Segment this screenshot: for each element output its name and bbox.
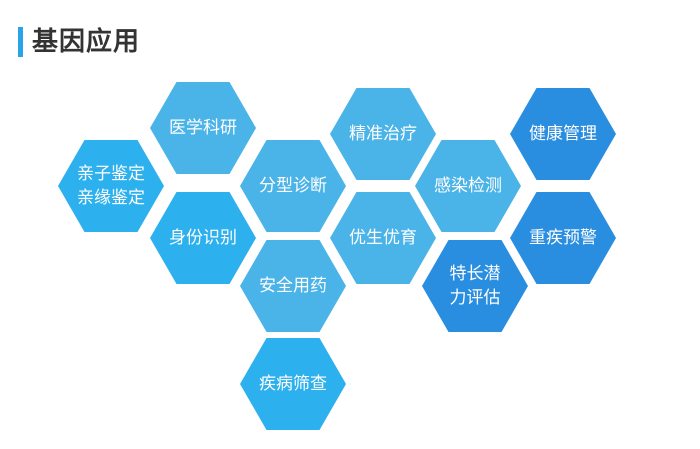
hex-safe-medication[interactable]: 安全用药 <box>240 240 346 332</box>
hex-label: 感染检测 <box>434 176 502 196</box>
hex-precision-treatment[interactable]: 精准治疗 <box>330 88 436 180</box>
hex-disease-screening[interactable]: 疾病筛查 <box>240 338 346 430</box>
hex-label: 特长潜 力评估 <box>449 264 501 308</box>
hex-label: 身份识别 <box>169 228 237 248</box>
hex-infection-detection[interactable]: 感染检测 <box>415 140 521 232</box>
hex-typing-diagnosis[interactable]: 分型诊断 <box>240 140 346 232</box>
hex-paternity-test[interactable]: 亲子鉴定 亲缘鉴定 <box>58 140 164 232</box>
hex-label: 优生优育 <box>349 228 417 248</box>
hex-eugenics[interactable]: 优生优育 <box>330 192 436 284</box>
hex-label: 安全用药 <box>259 276 327 296</box>
page-title: 基因应用 <box>32 27 141 57</box>
hex-medical-research[interactable]: 医学科研 <box>150 82 256 174</box>
hex-label: 医学科研 <box>169 118 237 138</box>
title-accent-bar <box>18 27 23 57</box>
hex-talent-assessment[interactable]: 特长潜 力评估 <box>422 240 528 332</box>
hex-label: 分型诊断 <box>259 176 327 196</box>
hex-label: 疾病筛查 <box>259 374 327 394</box>
hex-identity-recognition[interactable]: 身份识别 <box>150 192 256 284</box>
hex-label: 亲子鉴定 亲缘鉴定 <box>77 164 145 208</box>
hex-label: 重疾预警 <box>529 228 597 248</box>
hex-serious-disease-warning[interactable]: 重疾预警 <box>510 192 616 284</box>
hex-label: 健康管理 <box>529 124 597 144</box>
hex-label: 精准治疗 <box>349 124 417 144</box>
hex-health-management[interactable]: 健康管理 <box>510 88 616 180</box>
